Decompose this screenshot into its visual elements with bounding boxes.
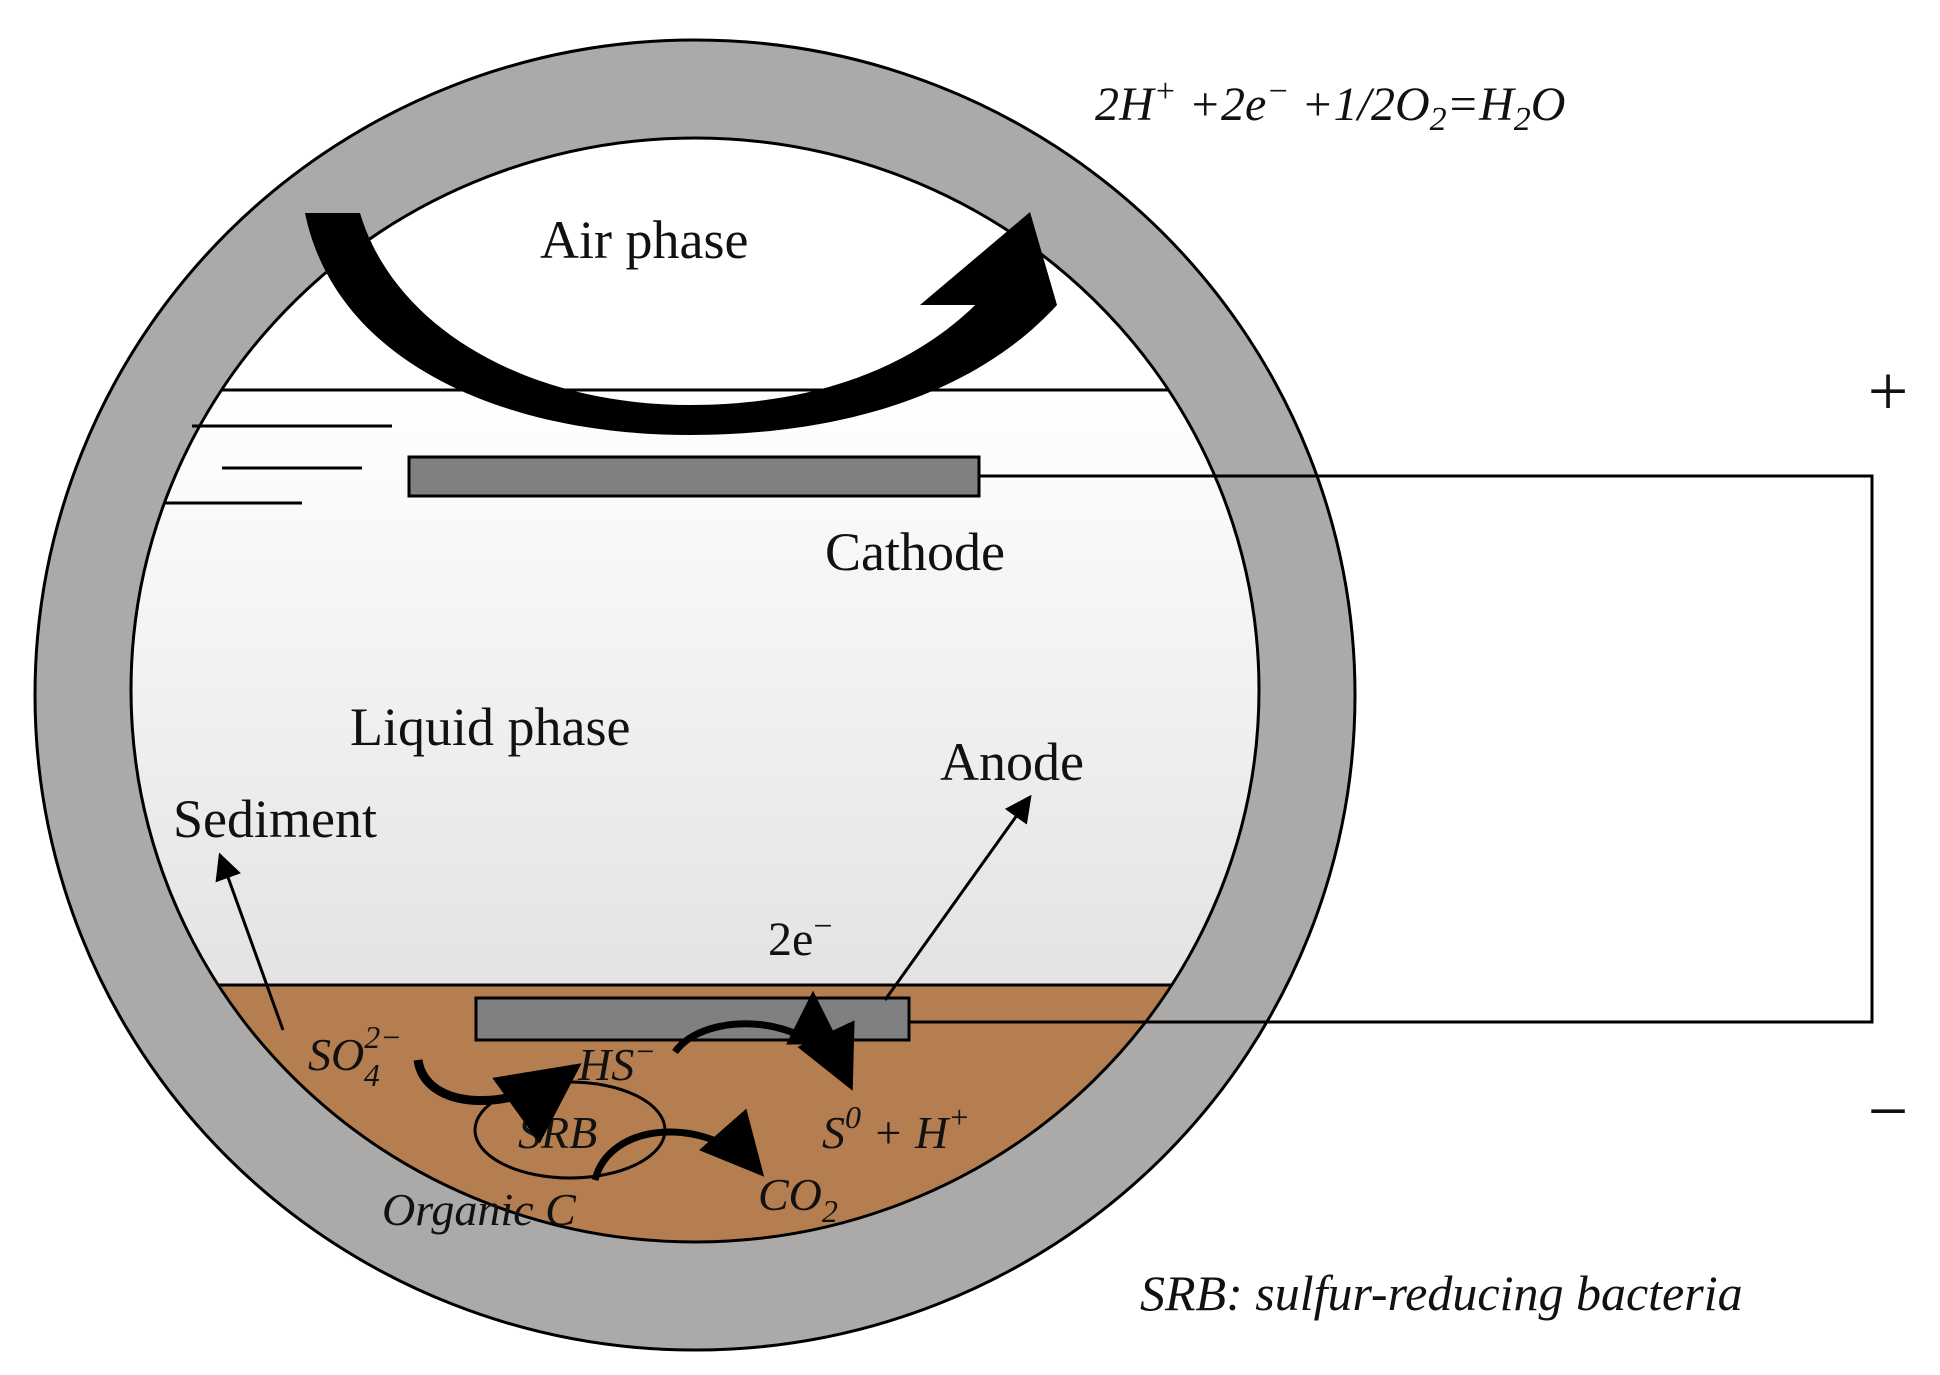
anode-label: Anode xyxy=(940,732,1084,792)
water-level-symbol xyxy=(164,424,392,505)
pipe-inner-edge xyxy=(129,136,1261,1244)
organic-carbon-label: Organic C xyxy=(382,1184,577,1235)
minus-terminal: − xyxy=(1868,1071,1909,1151)
electron-label: 2e− xyxy=(768,908,833,966)
external-circuit-wire xyxy=(909,474,1874,1024)
sulfur-product-label: S0 + H+ xyxy=(822,1099,970,1158)
cathode-reaction-equation: 2H+ +2e− +1/2O2=H2O xyxy=(1095,73,1565,138)
anode-pointer-arrow xyxy=(883,794,1032,1001)
srb-label: SRB xyxy=(518,1107,597,1158)
plus-terminal: + xyxy=(1868,351,1909,431)
cathode-electrode xyxy=(407,455,981,498)
air-phase-label: Air phase xyxy=(540,210,748,270)
sulfate-reduction-arrow xyxy=(413,1059,582,1144)
organic-to-co2-arrow xyxy=(591,1108,765,1181)
footnote-text: SRB: sulfur-reducing bacteria xyxy=(1140,1265,1743,1321)
liquid-phase-label: Liquid phase xyxy=(350,697,630,757)
bisulfide-label: HS− xyxy=(577,1033,656,1090)
sediment-pointer-arrow xyxy=(215,852,285,1031)
air-flow-arrow-icon xyxy=(305,212,1057,435)
sediment-label: Sediment xyxy=(173,789,377,849)
sulfate-label: SO2−4 xyxy=(308,1019,402,1093)
cathode-label: Cathode xyxy=(825,522,1005,582)
bisulfide-oxidation-arrow xyxy=(672,1020,855,1091)
co2-label: CO2 xyxy=(758,1169,838,1229)
